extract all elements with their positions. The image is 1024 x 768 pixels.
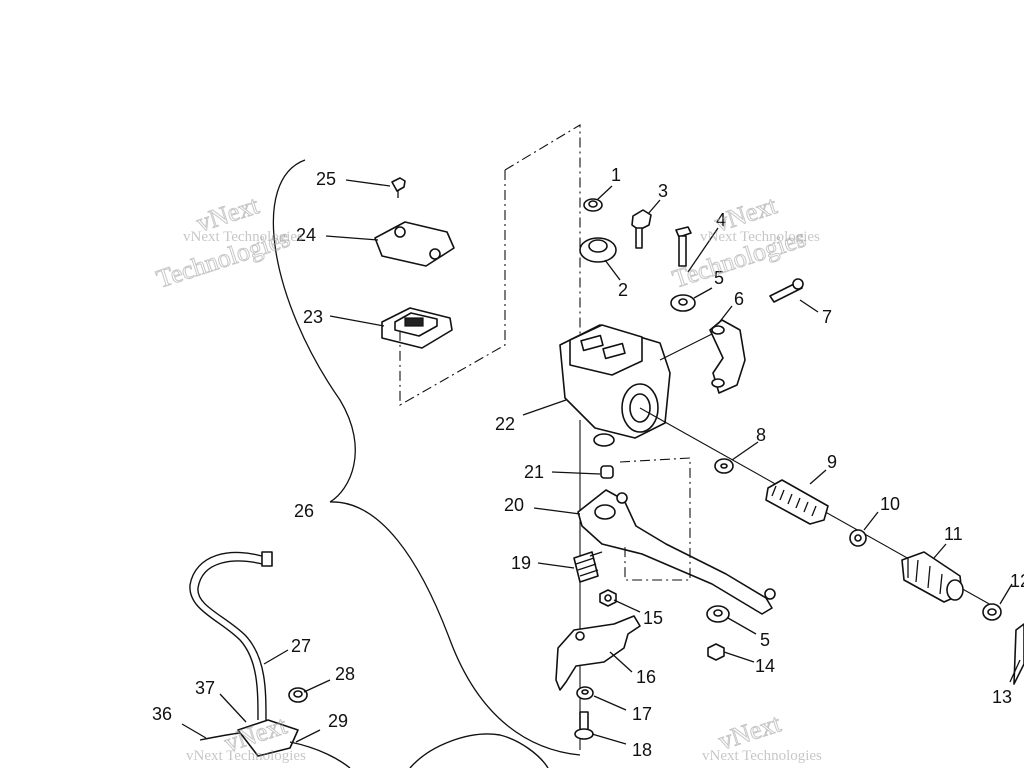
piston-assembly xyxy=(901,551,964,603)
banjo-fitting-28 xyxy=(288,687,308,703)
callout-9: 9 xyxy=(827,452,837,472)
washer-17 xyxy=(576,686,594,700)
svg-text:vNext Technologies: vNext Technologies xyxy=(183,229,303,245)
callout-11: 11 xyxy=(944,524,963,544)
snap-ring xyxy=(982,603,1002,621)
callout-labels: 1 2 3 4 5 6 7 8 9 10 11 12 13 14 5 15 16… xyxy=(152,165,1024,760)
pivot-insert xyxy=(600,465,614,479)
screw-18 xyxy=(574,711,594,740)
callout-25: 25 xyxy=(316,169,336,189)
callout-20: 20 xyxy=(504,495,524,515)
watermark-left: vNext Technologies vNext Technologies xyxy=(152,190,303,294)
callout-16: 16 xyxy=(636,667,656,687)
junction-block xyxy=(199,719,351,768)
callout-18: 18 xyxy=(632,740,652,760)
hex-nut-15 xyxy=(599,589,617,607)
washer-10 xyxy=(849,529,867,547)
nut-14 xyxy=(707,643,725,661)
callout-10: 10 xyxy=(880,494,900,514)
reservoir-screw xyxy=(391,177,406,198)
washer-8 xyxy=(714,458,734,474)
callout-36: 36 xyxy=(152,704,172,724)
clamp-screw xyxy=(769,278,804,303)
callout-4: 4 xyxy=(716,210,726,230)
return-spring xyxy=(765,479,829,525)
callout-37: 37 xyxy=(195,678,215,698)
callout-5: 5 xyxy=(714,268,724,288)
watermark-right: vNext Technologies vNext Technologies xyxy=(668,190,820,294)
reservoir-cap xyxy=(374,221,455,267)
svg-text:vNext Technologies: vNext Technologies xyxy=(700,229,820,245)
callout-22: 22 xyxy=(495,414,515,434)
dust-boot xyxy=(1013,623,1024,685)
callout-7: 7 xyxy=(822,307,832,327)
callout-5b: 5 xyxy=(760,630,770,650)
watermark-bottom-right: vNext Technologies vNext xyxy=(702,708,822,764)
callout-21: 21 xyxy=(524,462,544,482)
callout-29: 29 xyxy=(328,711,348,731)
cap-seal xyxy=(583,198,603,212)
grommet xyxy=(579,237,617,263)
svg-text:vNext Technologies: vNext Technologies xyxy=(186,748,306,764)
callout-3: 3 xyxy=(658,181,668,201)
switch-bracket xyxy=(555,615,641,691)
switch-spring xyxy=(573,551,603,583)
watermark-bottom-left: vNext Technologies vNext xyxy=(186,710,306,764)
pivot-bolt xyxy=(675,226,692,267)
callout-12: 12 xyxy=(1010,571,1024,591)
callout-2: 2 xyxy=(618,280,628,300)
callout-26: 26 xyxy=(294,501,314,521)
callout-27: 27 xyxy=(291,636,311,656)
callout-14: 14 xyxy=(755,656,775,676)
callout-8: 8 xyxy=(756,425,766,445)
callout-1: 1 xyxy=(611,165,621,185)
callout-19: 19 xyxy=(511,553,531,573)
callout-6: 6 xyxy=(734,289,744,309)
pivot-washer xyxy=(670,294,696,312)
svg-text:vNext Technologies: vNext Technologies xyxy=(702,748,822,764)
handlebar-clamp xyxy=(709,319,746,394)
brake-hose xyxy=(189,551,273,721)
callout-13: 13 xyxy=(992,687,1012,707)
callout-24: 24 xyxy=(296,225,316,245)
master-cylinder-body xyxy=(559,324,671,447)
reservoir-diaphragm xyxy=(381,307,453,349)
brake-lever xyxy=(577,489,776,615)
callout-15: 15 xyxy=(643,608,663,628)
callout-17: 17 xyxy=(632,704,652,724)
banjo-bolt xyxy=(631,209,652,249)
callout-23: 23 xyxy=(303,307,323,327)
leader-lines xyxy=(181,179,1021,745)
callout-28: 28 xyxy=(335,664,355,684)
washer-5b xyxy=(706,605,730,623)
